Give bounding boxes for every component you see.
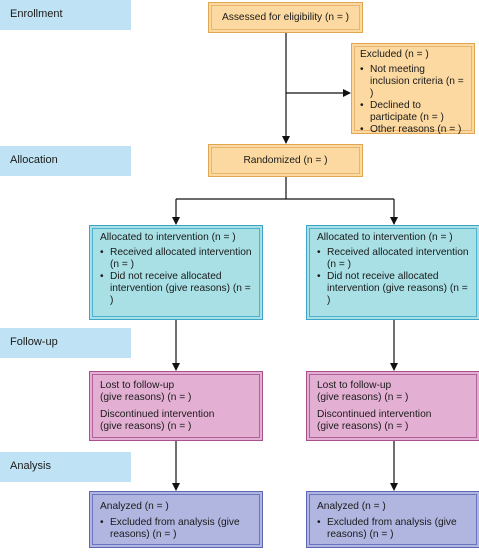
- randomized-box: Randomized (n = ): [208, 144, 363, 177]
- lost-line1: Lost to follow-up: [100, 380, 175, 391]
- lost-line2: (give reasons) (n = ): [100, 392, 192, 403]
- analyzed-box-left: Analyzed (n = ) Excluded from analysis (…: [89, 491, 263, 548]
- randomized-label: Randomized (n = ): [243, 154, 328, 166]
- lost-line2: (give reasons) (n = ): [317, 392, 409, 403]
- analyzed-title: Analyzed (n = ): [317, 501, 386, 512]
- analyzed-box-right: Analyzed (n = ) Excluded from analysis (…: [306, 491, 479, 548]
- followup-box-right: Lost to follow-up (give reasons) (n = ) …: [306, 371, 479, 441]
- allocated-list: Received allocated intervention (n = ) D…: [317, 247, 469, 307]
- excluded-list: Not meeting inclusion criteria (n = ) De…: [360, 64, 466, 136]
- allocated-box-right: Allocated to intervention (n = ) Receive…: [306, 225, 479, 320]
- stage-label-allocation: Allocation: [0, 146, 131, 176]
- allocated-list: Received allocated intervention (n = ) D…: [100, 247, 252, 307]
- allocated-item: Received allocated intervention (n = ): [317, 247, 469, 271]
- discontinued-line1: Discontinued intervention: [100, 409, 215, 420]
- excluded-box: Excluded (n = ) Not meeting inclusion cr…: [351, 43, 475, 136]
- assessed-label: Assessed for eligibility (n = ): [221, 11, 350, 23]
- analyzed-item: Excluded from analysis (give reasons) (n…: [100, 517, 252, 541]
- discontinued-line1: Discontinued intervention: [317, 409, 432, 420]
- stage-label-followup: Follow-up: [0, 328, 131, 358]
- discontinued-line2: (give reasons) (n = ): [317, 421, 409, 432]
- analyzed-list: Excluded from analysis (give reasons) (n…: [317, 517, 469, 541]
- discontinued-line2: (give reasons) (n = ): [100, 421, 192, 432]
- assessed-box: Assessed for eligibility (n = ): [208, 2, 363, 33]
- stage-label-enrollment: Enrollment: [0, 0, 131, 30]
- allocated-title: Allocated to intervention (n = ): [317, 232, 453, 243]
- analyzed-title: Analyzed (n = ): [100, 501, 169, 512]
- excluded-title: Excluded (n = ): [360, 49, 429, 60]
- allocated-title: Allocated to intervention (n = ): [100, 232, 236, 243]
- stage-label-analysis: Analysis: [0, 452, 131, 482]
- analyzed-list: Excluded from analysis (give reasons) (n…: [100, 517, 252, 541]
- allocated-item: Did not receive allocated intervention (…: [317, 271, 469, 307]
- allocated-item: Received allocated intervention (n = ): [100, 247, 252, 271]
- excluded-item: Declined to participate (n = ): [360, 100, 466, 124]
- allocated-item: Did not receive allocated intervention (…: [100, 271, 252, 307]
- allocated-box-left: Allocated to intervention (n = ) Receive…: [89, 225, 263, 320]
- lost-line1: Lost to follow-up: [317, 380, 392, 391]
- excluded-item: Other reasons (n = ): [360, 124, 466, 136]
- excluded-item: Not meeting inclusion criteria (n = ): [360, 64, 466, 100]
- followup-box-left: Lost to follow-up (give reasons) (n = ) …: [89, 371, 263, 441]
- analyzed-item: Excluded from analysis (give reasons) (n…: [317, 517, 469, 541]
